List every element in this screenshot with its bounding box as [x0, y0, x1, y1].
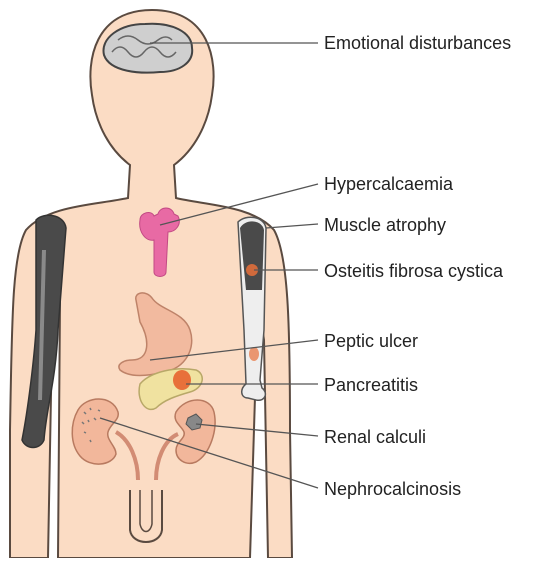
bone-lesion-lower — [249, 347, 259, 361]
label-osteitis: Osteitis fibrosa cystica — [324, 262, 503, 280]
leader-muscle — [266, 224, 318, 228]
label-peptic-ulcer: Peptic ulcer — [324, 332, 418, 350]
label-renal-calculi: Renal calculi — [324, 428, 426, 446]
label-hypercalcaemia: Hypercalcaemia — [324, 175, 453, 193]
label-emotional: Emotional disturbances — [324, 34, 511, 52]
label-muscle-atrophy: Muscle atrophy — [324, 216, 446, 234]
pancreas-lesion — [173, 370, 191, 390]
label-nephrocalcinosis: Nephrocalcinosis — [324, 480, 461, 498]
label-pancreatitis: Pancreatitis — [324, 376, 418, 394]
